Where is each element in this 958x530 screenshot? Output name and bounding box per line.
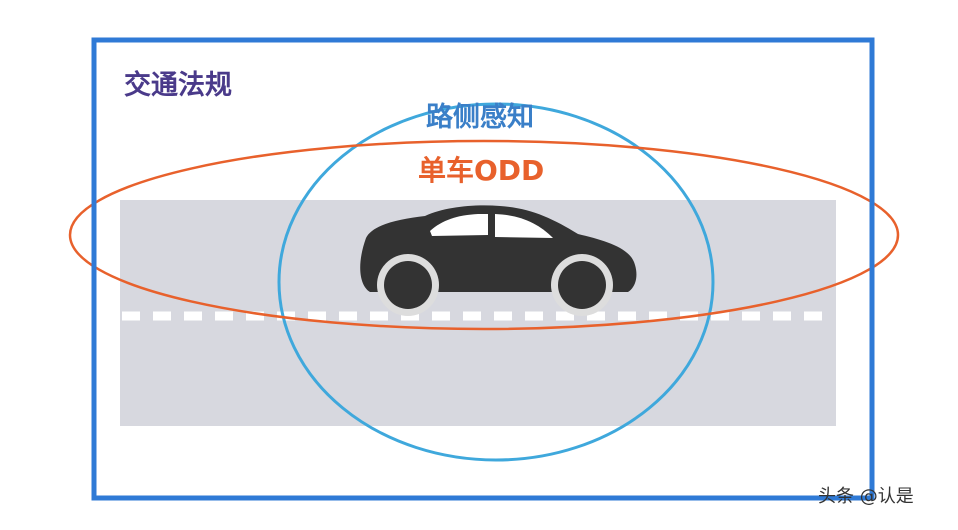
single-vehicle-odd-ellipse	[68, 139, 900, 331]
car-window-rear	[495, 214, 553, 238]
car-icon	[360, 205, 637, 316]
roadside-perception-circle	[277, 102, 715, 462]
watermark-text: 头条 @认是	[818, 486, 914, 507]
wheel-rear	[558, 261, 606, 309]
wheel-front	[384, 261, 432, 309]
roadside-perception-label: 路侧感知	[426, 102, 534, 133]
car-window-front	[430, 214, 488, 236]
single-vehicle-odd-label: 单车ODD	[418, 154, 545, 187]
traffic-regulations-label: 交通法规	[124, 70, 232, 101]
traffic-regulations-frame	[91, 37, 875, 501]
